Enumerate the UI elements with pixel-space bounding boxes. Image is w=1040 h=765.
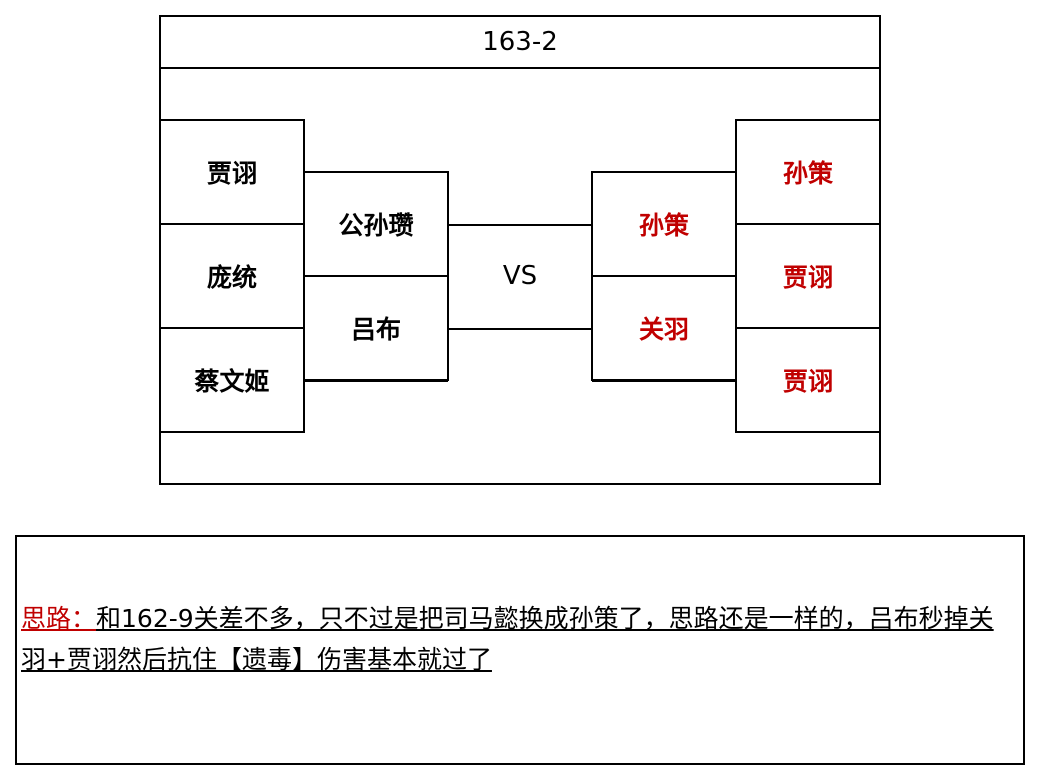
- left-inner-hero-2: 吕布: [303, 275, 449, 381]
- connector-line: [448, 224, 592, 226]
- strategy-note-text: 和162-9关差不多，只不过是把司马懿换成孙策了，思路还是一样的，吕布秒掉关羽+…: [21, 604, 994, 674]
- right-inner-hero-2: 关羽: [591, 275, 737, 381]
- right-outer-hero-1: 孙策: [735, 119, 881, 225]
- connector-line: [304, 380, 448, 382]
- right-inner-hero-1: 孙策: [591, 171, 737, 277]
- right-outer-hero-2: 贾诩: [735, 223, 881, 329]
- connector-line: [448, 328, 592, 330]
- strategy-note: 思路：和162-9关差不多，只不过是把司马懿换成孙策了，思路还是一样的，吕布秒掉…: [21, 598, 1011, 680]
- left-outer-hero-3: 蔡文姬: [159, 327, 305, 433]
- left-inner-hero-1: 公孙瓒: [303, 171, 449, 277]
- strategy-note-box: [15, 535, 1025, 765]
- left-outer-hero-2: 庞统: [159, 223, 305, 329]
- strategy-note-label: 思路：: [21, 604, 97, 633]
- versus-label: VS: [502, 261, 538, 291]
- right-outer-hero-3: 贾诩: [735, 327, 881, 433]
- connector-line: [592, 380, 736, 382]
- left-outer-hero-1: 贾诩: [159, 119, 305, 225]
- stage-title: 163-2: [159, 15, 881, 69]
